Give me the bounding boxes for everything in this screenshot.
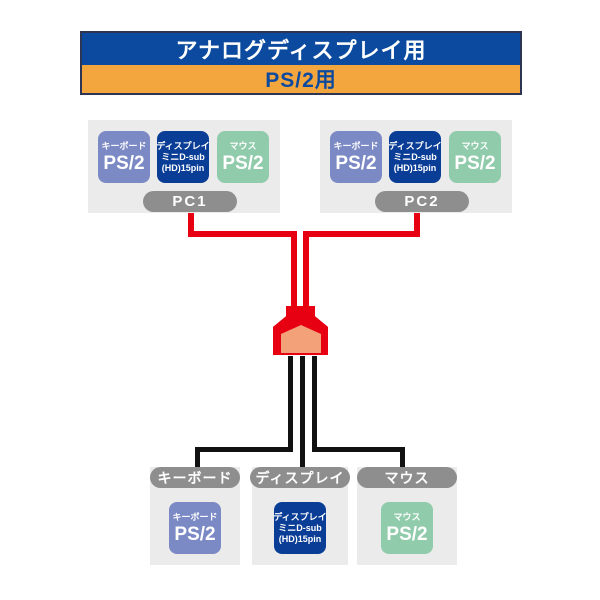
pc1-label-pill: PC1 [143,191,237,212]
mouse-ps2-connector: マウス PS/2 [381,502,433,554]
connector-type: PS/2 [335,153,377,174]
connector-type: PS/2 [454,153,496,174]
red-cable-right-horizontal [303,231,420,237]
keyboard-ps2-connector: キーボード PS/2 [169,502,221,554]
pc2-label-pill: PC2 [375,191,469,212]
header-analog-display-title: アナログディスプレイ用 [82,33,520,65]
connector-type: PS/2 [386,524,428,545]
black-cable-keyboard-horizontal [195,447,293,452]
display-dsub-connector: ディスプレイ ミニD-sub (HD)15pin [273,502,327,554]
display-group-box: ディスプレイ ディスプレイ ミニD-sub (HD)15pin [250,467,350,565]
red-cable-center-left-vertical [291,231,297,310]
pc2-display-dsub-connector: ディスプレイ ミニD-sub (HD)15pin [388,131,442,183]
connector-label: マウス [229,141,257,151]
pc1-display-dsub-connector: ディスプレイ ミニD-sub (HD)15pin [156,131,210,183]
connector-line2: ミニD-sub [161,151,205,162]
keyboard-group-box: キーボード キーボード PS/2 [150,467,240,565]
mouse-group-box: マウス マウス PS/2 [357,467,457,565]
header-ps2-title: PS/2用 [82,65,520,93]
connector-line2: ミニD-sub [393,151,437,162]
connector-label: キーボード [172,512,218,522]
black-cable-keyboard-vertical [288,356,293,452]
connector-line3: (HD)15pin [278,533,322,544]
red-cable-center-right-vertical [303,231,309,310]
connector-type: PS/2 [174,524,216,545]
connector-label: キーボード [101,141,147,151]
connector-type: PS/2 [222,153,264,174]
connector-line1: ディスプレイ [156,140,210,151]
mouse-label-pill: マウス [357,467,457,488]
connector-label: マウス [393,512,421,522]
connector-line2: ミニD-sub [278,522,322,533]
black-cable-mouse-horizontal [312,447,405,452]
pc1-keyboard-ps2-connector: キーボード PS/2 [98,131,150,183]
red-cable-pc1-stub [188,213,194,237]
red-cable-pc2-stub [414,213,420,237]
connector-label: マウス [461,141,489,151]
pc2-keyboard-ps2-connector: キーボード PS/2 [330,131,382,183]
header-banner: アナログディスプレイ用 PS/2用 [80,31,522,95]
pc2-group-box: キーボード PS/2 ディスプレイ ミニD-sub (HD)15pin マウス … [320,120,512,213]
keyboard-label-pill: キーボード [150,467,240,488]
red-cable-left-horizontal [188,231,297,237]
pc1-mouse-ps2-connector: マウス PS/2 [217,131,269,183]
connector-type: PS/2 [103,153,145,174]
connector-label: キーボード [333,141,379,151]
plug-neck [286,306,315,318]
pc1-group-box: キーボード PS/2 ディスプレイ ミニD-sub (HD)15pin マウス … [88,120,280,213]
pc2-mouse-ps2-connector: マウス PS/2 [449,131,501,183]
connector-line1: ディスプレイ [273,511,327,522]
black-cable-keyboard-drop [195,447,200,468]
display-label-pill: ディスプレイ [250,467,350,488]
connector-line3: (HD)15pin [393,162,437,173]
connector-line1: ディスプレイ [388,140,442,151]
black-cable-display-vertical [300,356,305,468]
black-cable-mouse-drop [400,447,405,468]
black-cable-mouse-vertical [312,356,317,452]
connector-line3: (HD)15pin [161,162,205,173]
